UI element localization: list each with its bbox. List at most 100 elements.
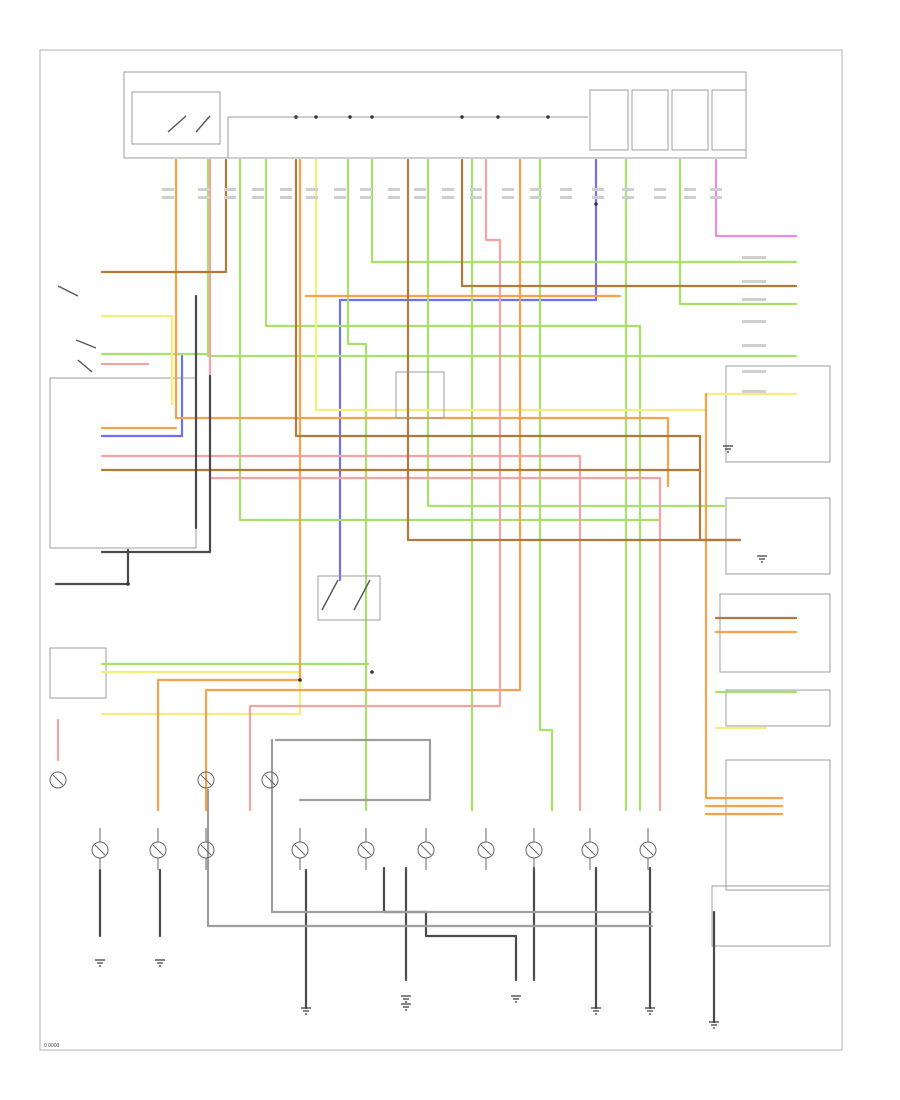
bulb-symbol (49, 771, 67, 789)
wire-green-4 (264, 158, 642, 812)
wire-code-mark (592, 196, 604, 199)
wire-code-mark (742, 390, 766, 393)
wire-code-mark (442, 188, 454, 191)
left-box-b (49, 647, 107, 699)
ground-symbol (645, 1007, 655, 1015)
wire-code-mark (654, 196, 666, 199)
wire-code-mark (198, 196, 210, 199)
top-lamp-box-1 (589, 89, 629, 151)
wire-gray-2 (270, 738, 654, 914)
wire-gray-1 (206, 788, 654, 928)
ground-symbol (155, 959, 165, 967)
wire-code-mark (306, 196, 318, 199)
splice-dot (546, 115, 550, 119)
wire-code-mark (306, 188, 318, 191)
wire-pink-2 (248, 158, 502, 812)
ground-symbol (723, 445, 733, 453)
right-box-f (711, 885, 831, 947)
mid-switch-box (317, 575, 381, 621)
bulb-symbol (477, 828, 495, 870)
top-block-outline (123, 71, 747, 159)
bulb-symbol (291, 828, 309, 870)
ground-symbols (95, 445, 767, 1029)
splice-dot (594, 202, 598, 206)
wire-code-mark (224, 196, 236, 199)
left-box-a (49, 377, 197, 549)
top-lamp-box-4 (711, 89, 747, 151)
wire-code-mark (684, 188, 696, 191)
wire-code-mark (530, 196, 542, 199)
wire-code-mark (742, 320, 766, 323)
wire-code-mark (360, 188, 372, 191)
splice-dot (126, 582, 130, 586)
wire-green-8 (538, 158, 554, 812)
splice-dot (496, 115, 500, 119)
right-components (711, 365, 831, 947)
wire-yellow-2 (100, 314, 174, 406)
wire-code-mark (280, 188, 292, 191)
wire-code-mark (252, 188, 264, 191)
wire-yellow-3 (100, 678, 302, 716)
wire-code-mark (388, 188, 400, 191)
wire-green-1 (370, 158, 798, 264)
bulb-symbol (197, 771, 215, 789)
wire-code-mark (530, 188, 542, 191)
ground-symbol (301, 1007, 311, 1015)
bulb-symbol (149, 828, 167, 870)
wire-code-mark (224, 188, 236, 191)
wire-code-mark (334, 196, 346, 199)
wire-code-mark (654, 188, 666, 191)
wire-code-mark (162, 196, 174, 199)
middle-switch (317, 371, 445, 621)
wire-orange-5 (704, 392, 784, 800)
wire-green-7 (346, 158, 368, 812)
top-lamp-box-3 (671, 89, 709, 151)
top-lamp-box-2 (631, 89, 669, 151)
bulb-symbol (639, 828, 657, 870)
wire-code-mark (334, 188, 346, 191)
splice-dot (314, 115, 318, 119)
wire-blue (338, 158, 598, 582)
bulb-symbol (261, 771, 279, 789)
wire-code-mark (742, 280, 766, 283)
wire-pink-1 (208, 158, 662, 812)
splice-dots (126, 115, 598, 682)
right-box-b (725, 497, 831, 575)
bulb-symbol (581, 828, 599, 870)
wire-gray-3 (274, 738, 432, 802)
wire-code-mark (162, 188, 174, 191)
wire-code-mark (442, 196, 454, 199)
bulb-symbol (417, 828, 435, 870)
wire-code-mark (502, 188, 514, 191)
wire-code-mark (414, 196, 426, 199)
wire-code-mark (742, 298, 766, 301)
bulb-symbol (197, 828, 215, 870)
wire-code-mark (622, 196, 634, 199)
splice-dot (294, 115, 298, 119)
wire-black-1 (54, 548, 130, 586)
wire-green-2 (678, 158, 798, 306)
splice-dot (460, 115, 464, 119)
wire-code-mark (280, 196, 292, 199)
wire-code-mark (710, 196, 722, 199)
wire-code-mark (560, 188, 572, 191)
splice-dot (370, 115, 374, 119)
lamp-row (49, 771, 657, 870)
wire-green-3 (206, 158, 798, 358)
ground-symbol (401, 995, 411, 1003)
ground-symbol (709, 1021, 719, 1029)
splice-dot (298, 678, 302, 682)
wire-code-mark (470, 188, 482, 191)
wire-code-mark (470, 196, 482, 199)
bulb-symbol (525, 828, 543, 870)
wire-black-7 (382, 866, 518, 982)
splice-dot (348, 115, 352, 119)
wire-code-mark (592, 188, 604, 191)
wire-code-mark (252, 196, 264, 199)
diagram-frame (39, 49, 843, 1051)
wire-magenta (714, 158, 798, 238)
wire-code-mark (742, 370, 766, 373)
ground-symbol (511, 995, 521, 1003)
wire-brown-3 (460, 158, 798, 288)
